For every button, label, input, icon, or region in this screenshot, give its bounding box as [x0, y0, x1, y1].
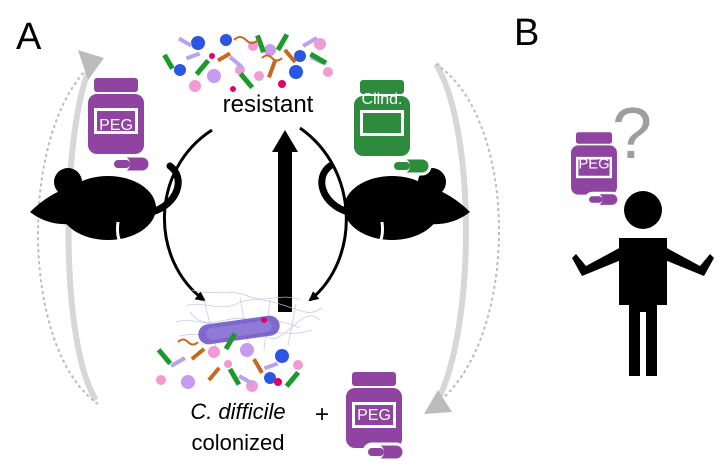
panel-b-label: B: [514, 12, 539, 54]
microbiome-cluster-bottom: [156, 289, 323, 392]
mouse-left-icon: [30, 166, 178, 244]
state-cdiff-label: C. difficile: [190, 399, 285, 424]
peg-label-left: PEG: [99, 117, 133, 134]
bottle-peg-b-icon: PEG: [571, 132, 620, 208]
panel-a-label: A: [16, 16, 42, 58]
bottle-clind-icon: Clind.: [354, 80, 432, 176]
peg-label-bottom: PEG: [357, 407, 391, 424]
person-shrug-icon: [572, 191, 714, 376]
peg-label-b: PEG: [578, 156, 609, 172]
bottle-peg-bottom-icon: PEG: [346, 372, 406, 462]
cycle-arrow-left: [36, 50, 104, 405]
microbiome-cluster-top: [162, 33, 333, 92]
bottle-peg-left-icon: PEG: [88, 78, 152, 174]
transition-arrows: [163, 126, 348, 312]
state-colonized-label: colonized: [192, 430, 285, 455]
question-mark: ?: [612, 94, 652, 174]
c-difficile-icon: [198, 315, 280, 345]
state-resistant-label: resistant: [223, 91, 314, 118]
plus-sign: +: [315, 401, 329, 428]
clind-label: Clind.: [362, 91, 403, 108]
cycle-arrow-right: [424, 62, 500, 414]
